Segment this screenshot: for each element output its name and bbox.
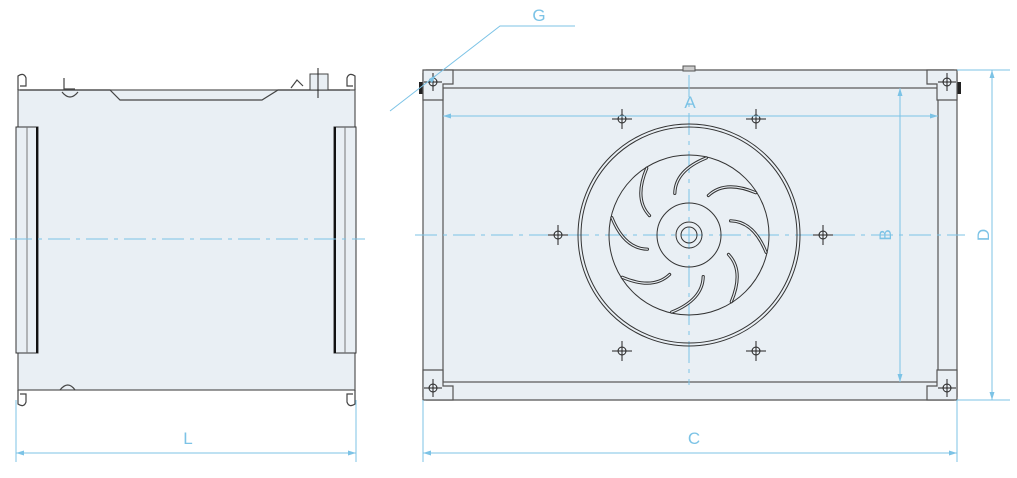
dim-G-arrow <box>429 75 436 83</box>
dim-label-B: B <box>876 229 895 240</box>
top-latch <box>290 79 304 89</box>
bottom-notch <box>59 384 76 391</box>
corner-hole-bottom-left <box>424 379 442 397</box>
fan-blade-inner <box>640 167 651 217</box>
dim-label-G: G <box>532 6 545 25</box>
impeller-hub <box>656 202 722 268</box>
hook-bottom-left <box>17 390 27 407</box>
hook-top-right <box>346 73 356 90</box>
side-latch-left <box>419 82 423 94</box>
fan-blade-inner <box>674 157 707 194</box>
fan-blade-inner <box>671 276 704 313</box>
corner-bracket-bottom-left <box>422 369 454 401</box>
fan-blade-inner <box>707 186 757 197</box>
connector-box <box>309 73 329 91</box>
corner-hole-top-right <box>938 73 956 91</box>
corner-hole-bottom-right <box>938 379 956 397</box>
hook-top-left <box>17 73 27 90</box>
shaft-inner <box>680 226 698 244</box>
fan-blade-inner <box>611 217 648 250</box>
fan-impeller <box>577 123 801 347</box>
fan-blade-inner <box>727 253 738 303</box>
side-housing <box>17 89 356 391</box>
fan-inlet-outer <box>577 123 801 347</box>
top-notch <box>61 91 79 98</box>
top-profile <box>20 89 350 101</box>
dim-label-L: L <box>183 429 192 448</box>
mounting-hole <box>612 109 632 129</box>
corner-bracket-top-left <box>422 69 454 101</box>
impeller-ring <box>608 154 770 316</box>
fan-blade-inner <box>621 273 671 284</box>
mounting-hole <box>813 225 833 245</box>
side-latch <box>957 82 961 94</box>
corner-bracket-bottom-right <box>926 369 958 401</box>
mounting-hole <box>612 341 632 361</box>
dim-label-C: C <box>688 429 700 448</box>
shaft-outer <box>675 221 703 249</box>
side-view: L <box>10 68 365 462</box>
fan-inlet-inner <box>580 126 798 344</box>
hook-bottom-right <box>346 390 356 407</box>
front-panel <box>442 87 939 383</box>
dim-label-D: D <box>974 229 993 241</box>
dim-label-A: A <box>684 93 696 112</box>
mounting-hole <box>746 109 766 129</box>
dim-G-leader <box>389 25 575 112</box>
mounting-hole <box>746 341 766 361</box>
top-clip <box>63 78 75 90</box>
corner-bracket-top-right <box>926 69 958 101</box>
front-view: A B D C G <box>389 6 1010 462</box>
mounting-hole <box>548 225 568 245</box>
fan-blade-inner <box>730 220 767 253</box>
top-tab <box>682 65 696 72</box>
